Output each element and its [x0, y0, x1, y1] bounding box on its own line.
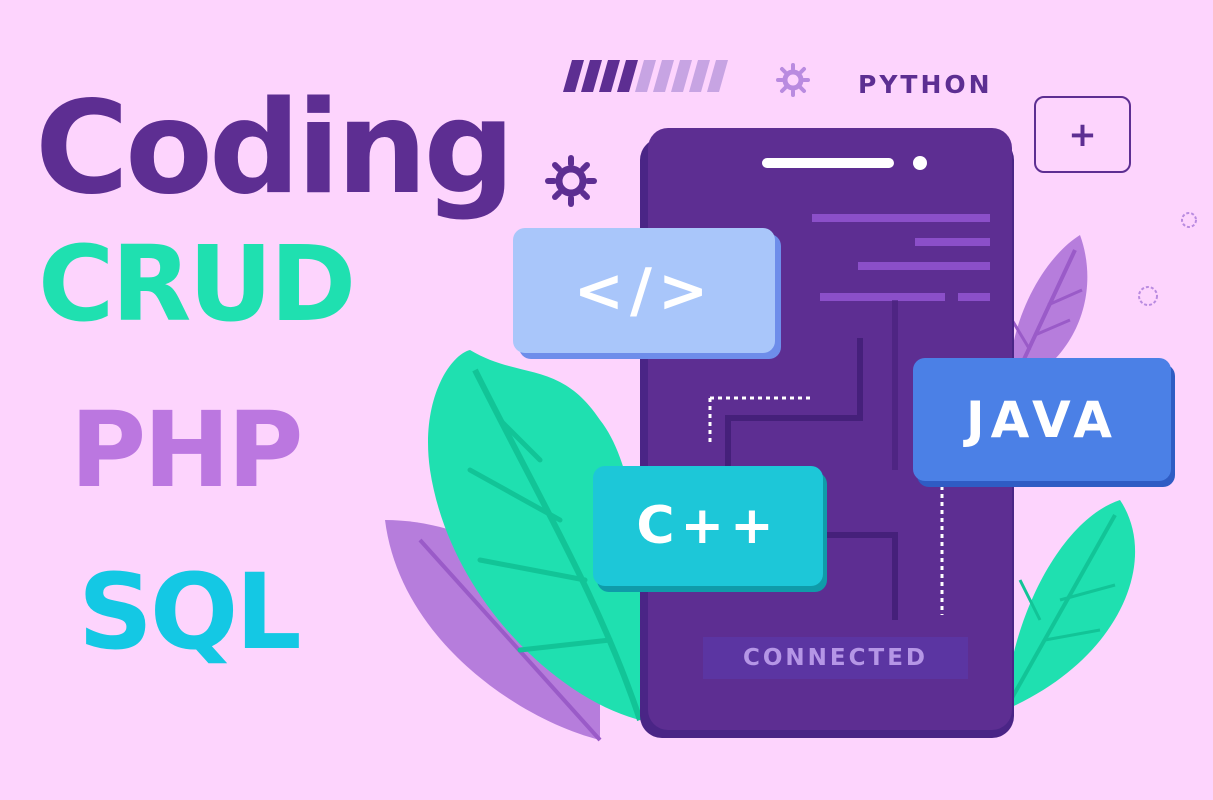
headline-sql: SQL — [78, 551, 302, 673]
connected-status: CONNECTED — [703, 637, 968, 679]
code-tag-card: </> — [513, 228, 775, 353]
java-label: JAVA — [966, 390, 1118, 449]
headline-crud: CRUD — [38, 223, 356, 345]
cpp-card: C++ — [593, 466, 823, 586]
gear-icon — [545, 155, 597, 207]
python-label: PYTHON — [858, 70, 993, 99]
code-tag-label: </> — [573, 255, 715, 326]
headline-coding: Coding — [35, 74, 515, 223]
plus-button[interactable]: + — [1034, 96, 1131, 173]
leaf-icon — [385, 235, 1136, 742]
gear-icon — [776, 63, 810, 97]
plus-icon: + — [1068, 114, 1097, 155]
slash-stripes-icon — [563, 60, 728, 92]
cpp-label: C++ — [636, 496, 780, 556]
headline-php: PHP — [70, 389, 303, 511]
ring-icon — [1138, 212, 1197, 306]
java-card: JAVA — [913, 358, 1171, 481]
